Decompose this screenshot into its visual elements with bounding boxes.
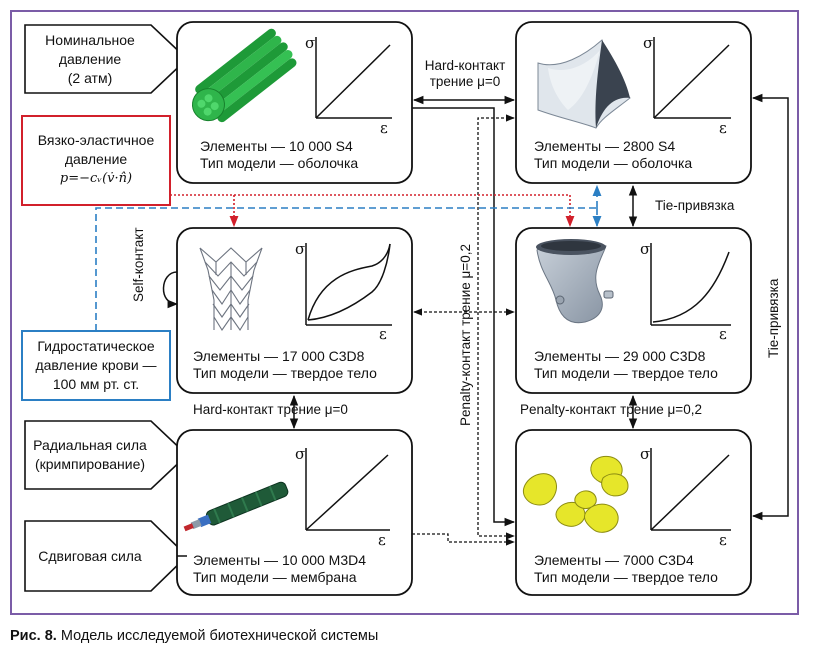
plot-linear-b2 bbox=[653, 37, 731, 119]
sigma-label-b1: σ bbox=[305, 34, 316, 52]
sigma-label-b2: σ bbox=[643, 34, 654, 52]
green-graft-image bbox=[191, 28, 297, 123]
epsilon-label-b3: ε bbox=[379, 325, 387, 343]
penalty-leaflets-calcium-link bbox=[477, 114, 515, 540]
viscoelastic-to-stent-line bbox=[170, 194, 239, 228]
sigma-label-b3: σ bbox=[295, 240, 306, 258]
tie-right-label: Tie-привязка bbox=[766, 278, 781, 358]
radial-force-arrow bbox=[24, 420, 189, 490]
aorta-segment-image bbox=[536, 239, 614, 324]
block-catheter bbox=[176, 429, 413, 596]
shear-force-label: Сдвиговая сила bbox=[38, 548, 142, 564]
sigma-label-b6: σ bbox=[640, 445, 651, 463]
penalty-vertical-label: Penalty-контакт трение μ=0,2 bbox=[458, 244, 473, 426]
epsilon-label-b2: ε bbox=[719, 119, 727, 137]
self-contact-label: Self-контакт bbox=[131, 227, 146, 302]
catheter-image bbox=[183, 481, 289, 532]
viscoelastic-to-aorta-line bbox=[234, 194, 575, 228]
figure-caption: Рис. 8. Модель исследуемой биотехническо… bbox=[10, 628, 378, 644]
block-stent bbox=[176, 227, 413, 394]
plot-hysteresis-b3 bbox=[305, 243, 392, 326]
plot-linear-b1 bbox=[315, 37, 392, 119]
penalty-catheter-calcium-link bbox=[412, 533, 515, 546]
plot-linear-b6 bbox=[650, 448, 731, 531]
figure-caption-label: Рис. 8. bbox=[10, 628, 57, 644]
hydrostatic-line bbox=[95, 207, 597, 331]
tie-right-connector bbox=[751, 93, 789, 521]
epsilon-label-b1: ε bbox=[380, 119, 388, 137]
leaflet-shell-image bbox=[537, 39, 631, 129]
plot-exponential-b4 bbox=[650, 243, 731, 326]
shear-force-arrow bbox=[24, 520, 189, 592]
graft-calcium-solid-link bbox=[412, 107, 516, 527]
tie-mid-label: Tie-привязка bbox=[655, 198, 735, 213]
stent-mesh-image bbox=[199, 247, 263, 332]
penalty-contact-mid-label: Penalty-контакт трение μ=0,2 bbox=[520, 402, 702, 417]
calcium-deposits-image bbox=[523, 455, 629, 533]
epsilon-label-b5: ε bbox=[378, 531, 386, 549]
figure-caption-text: Модель исследуемой биотехнической систем… bbox=[56, 628, 379, 644]
hard-contact-mid-label: Hard-контакт трение μ=0 bbox=[193, 402, 348, 417]
plot-linear-b5 bbox=[305, 448, 390, 531]
epsilon-label-b4: ε bbox=[719, 325, 727, 343]
epsilon-label-b6: ε bbox=[719, 531, 727, 549]
self-contact-loop bbox=[162, 271, 179, 309]
sigma-label-b5: σ bbox=[295, 445, 306, 463]
viscoelastic-pressure-box bbox=[21, 115, 171, 206]
block-calcium bbox=[515, 429, 752, 596]
sigma-label-b4: σ bbox=[640, 240, 651, 258]
radial-force-label: Радиальная сила(кримпирование) bbox=[33, 437, 147, 472]
hydrostatic-pressure-box bbox=[21, 330, 171, 401]
nominal-pressure-arrow bbox=[24, 24, 189, 94]
viscoelastic-formula: p=−cᵥ(v̇·n̂) bbox=[59, 171, 133, 186]
